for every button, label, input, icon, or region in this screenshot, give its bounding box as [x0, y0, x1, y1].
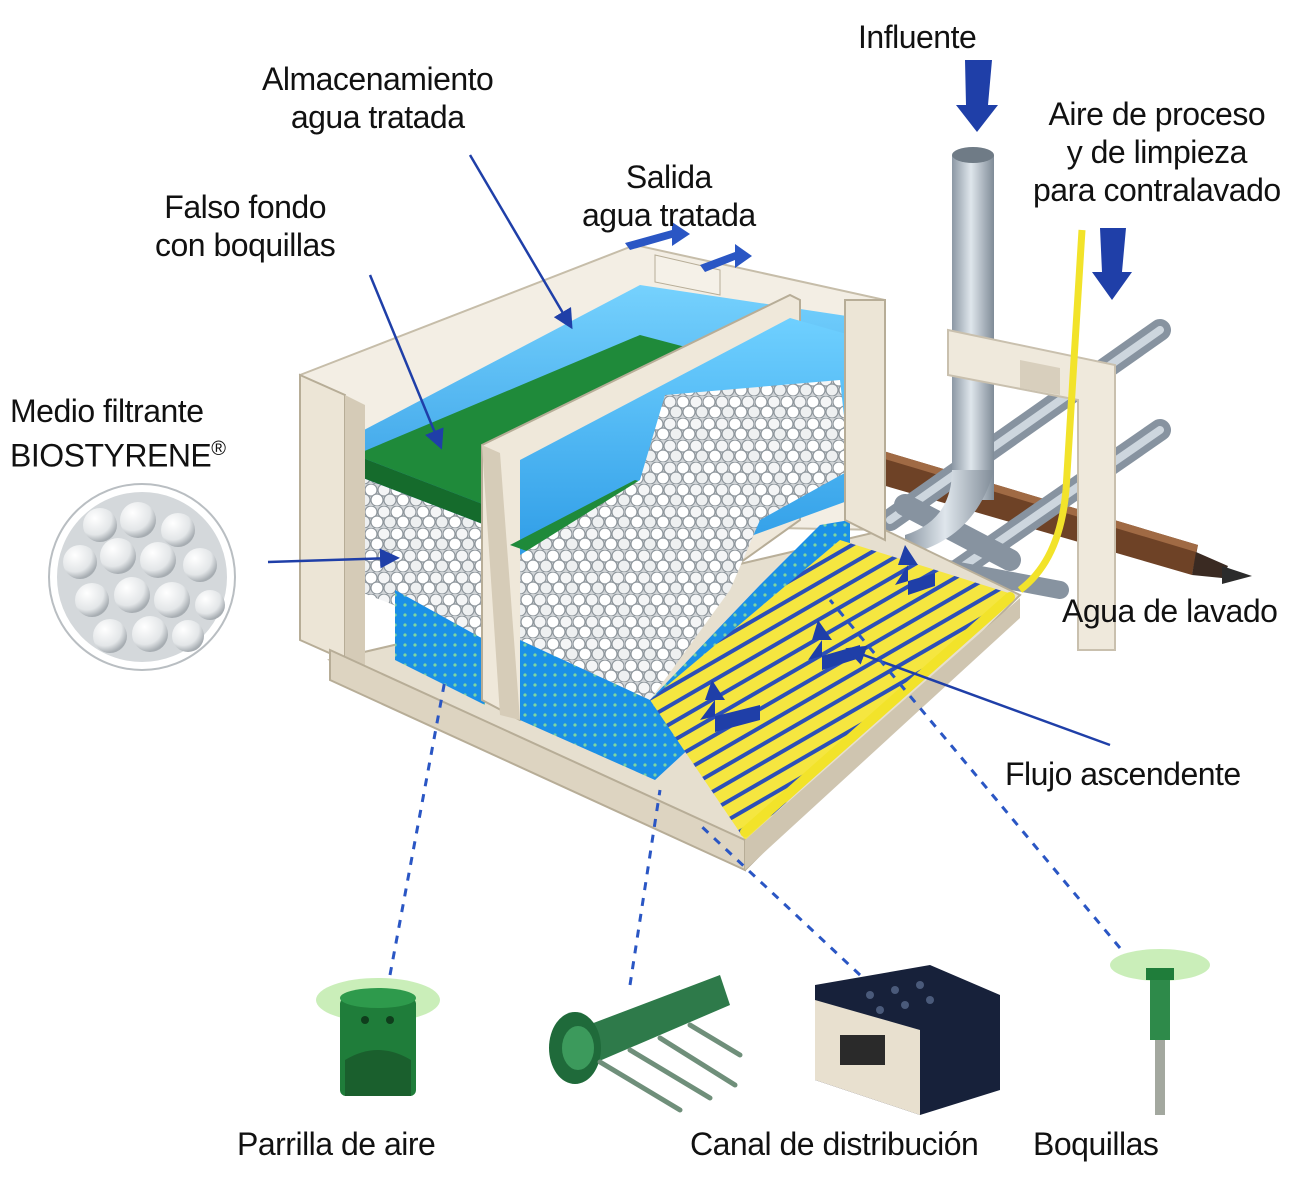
- label-aire-line3: para contralavado: [1033, 172, 1281, 208]
- distribution-channel-icon: [815, 965, 1000, 1115]
- process-air-line: [1017, 229, 1086, 593]
- label-influente: Influente: [858, 19, 977, 55]
- label-medio-line1: Medio filtrante: [10, 393, 204, 429]
- biostyrene-inset: [48, 483, 236, 671]
- label-aire-line1: Aire de proceso: [1048, 96, 1266, 132]
- nozzle-icon: [1110, 949, 1210, 1115]
- support-frame: [947, 328, 1116, 651]
- label-medio-brand: BIOSTYRENE: [10, 437, 212, 474]
- influent-pipe: [905, 147, 994, 555]
- dotted-leaders: [388, 599, 1122, 986]
- label-aire-line2: y de limpieza: [1066, 134, 1248, 170]
- label-almacenamiento-line1: Almacenamiento: [262, 61, 494, 97]
- label-almacenamiento-line2: agua tratada: [290, 99, 465, 135]
- label-falso-fondo: Falso fondo con boquillas: [155, 188, 336, 264]
- label-aire: Aire de proceso y de limpieza para contr…: [1033, 95, 1281, 209]
- label-flujo: Flujo ascendente: [1005, 756, 1241, 792]
- parrilla-icon: [316, 978, 440, 1096]
- canal-pipe-icon: [549, 975, 743, 1113]
- label-canal: Canal de distribución: [690, 1126, 979, 1162]
- label-falso-fondo-line1: Falso fondo: [164, 189, 326, 225]
- label-salida-line1: Salida: [625, 159, 712, 195]
- label-salida-line2: agua tratada: [582, 197, 756, 233]
- outlet-arrows: [625, 222, 752, 272]
- label-falso-fondo-line2: con boquillas: [155, 227, 336, 263]
- label-boquillas: Boquillas: [1033, 1126, 1159, 1162]
- label-parrilla: Parrilla de aire: [237, 1126, 436, 1162]
- label-medio-filtrante: Medio filtrante BIOSTYRENE®: [10, 392, 226, 475]
- air-arrow: [1092, 228, 1132, 300]
- registered-mark: ®: [211, 438, 226, 460]
- label-almacenamiento: Almacenamiento agua tratada: [262, 60, 494, 136]
- filter-tank: [298, 243, 1022, 872]
- influent-arrow: [956, 60, 998, 132]
- leader-lines: [267, 154, 1111, 747]
- label-medio-line2: BIOSTYRENE®: [10, 430, 226, 475]
- label-agua-lavado: Agua de lavado: [1062, 593, 1278, 629]
- label-salida: Salida agua tratada: [582, 158, 756, 234]
